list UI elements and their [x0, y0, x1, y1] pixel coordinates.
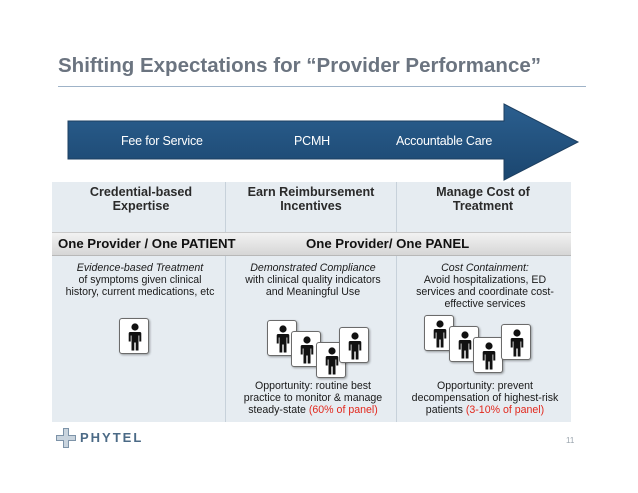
person-icon: [127, 323, 143, 351]
column-description-compliance: Demonstrated Compliance with clinical qu…: [245, 262, 381, 298]
patient-card: [339, 327, 369, 363]
person-icon: [509, 329, 525, 357]
patient-card: [501, 324, 531, 360]
person-icon: [324, 347, 340, 375]
column-header-reimbursement: Earn Reimbursement Incentives: [247, 185, 375, 213]
column-header-cost: Manage Cost of Treatment: [436, 185, 530, 213]
column-header-credential: Credential-based Expertise: [89, 185, 193, 213]
slide-title: Shifting Expectations for “Provider Perf…: [58, 54, 541, 77]
cross-logo-icon: [56, 428, 76, 448]
opportunity-pcmh: Opportunity: routine best practice to mo…: [243, 380, 383, 416]
column-divider: [225, 182, 226, 422]
column-divider: [396, 182, 397, 422]
comparison-panel: [52, 182, 571, 422]
person-icon: [299, 336, 315, 364]
patient-card: [119, 318, 149, 354]
column-description-evidence: Evidence-based Treatment of symptoms giv…: [65, 262, 215, 298]
band-one-panel: One Provider/ One PANEL: [306, 236, 470, 251]
person-icon: [347, 332, 363, 360]
company-logo-text: PHYTEL: [80, 430, 144, 445]
stage-pcmh: PCMH: [294, 134, 331, 148]
person-icon: [432, 320, 448, 348]
column-description-cost: Cost Containment: Avoid hospitalizations…: [416, 262, 554, 310]
opportunity-accountable-care: Opportunity: prevent decompensation of h…: [411, 380, 559, 416]
person-icon: [275, 325, 291, 353]
page-number: 11: [566, 436, 575, 445]
provider-band: [52, 232, 571, 256]
stage-fee-for-service: Fee for Service: [121, 134, 203, 148]
stage-accountable-care: Accountable Care: [396, 134, 493, 148]
patient-card: [473, 337, 503, 373]
band-one-patient: One Provider / One PATIENT: [58, 236, 236, 251]
title-divider: [58, 86, 586, 87]
person-icon: [481, 342, 497, 370]
progression-arrow: [67, 103, 580, 181]
person-icon: [457, 331, 473, 359]
